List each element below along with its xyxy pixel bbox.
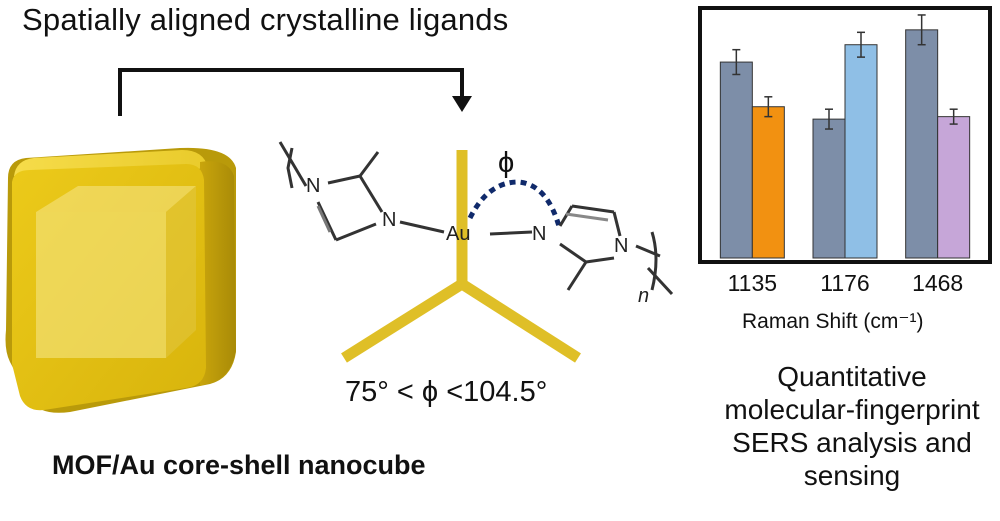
- caption-line-1: Quantitative: [777, 361, 927, 392]
- tick-label-1135: 1135: [727, 270, 778, 296]
- bar-1176-series-2: [844, 44, 878, 259]
- error-bar-1135-series-2: [764, 96, 773, 118]
- atom-repeat-n: n: [638, 285, 649, 307]
- error-bar-1176-series-2: [857, 31, 865, 58]
- caption-line-3: SERS analysis and: [732, 427, 972, 458]
- atom-n2: N: [382, 209, 396, 231]
- error-bar-1468-series-2: [949, 108, 958, 125]
- nanocube: [5, 147, 236, 413]
- right-caption: Quantitative molecular-fingerprint SERS …: [702, 360, 1000, 492]
- ligand-y-shape: [341, 150, 581, 363]
- caption-line-4: sensing: [803, 460, 901, 491]
- cube-caption: MOF/Au core-shell nanocube: [52, 450, 426, 480]
- cube-core: [36, 212, 166, 358]
- molecule-structure: [278, 141, 674, 296]
- bar-1468-series-1: [905, 29, 939, 259]
- error-bar-1468-series-1: [917, 14, 926, 46]
- cube-side-face: [200, 161, 236, 386]
- atom-n4: N: [614, 235, 628, 257]
- connector-arrow: [118, 68, 472, 116]
- caption-line-2: molecular-fingerprint: [724, 394, 980, 425]
- atom-n3: N: [532, 223, 546, 245]
- bar-1135-series-1: [719, 61, 753, 259]
- phi-label: ϕ: [498, 147, 515, 179]
- raman-bar-chart: [698, 6, 992, 264]
- top-title: Spatially aligned crystalline ligands: [22, 2, 509, 37]
- atom-au: Au: [446, 223, 470, 245]
- bar-1135-series-2: [751, 106, 785, 259]
- error-bar-1176-series-1: [825, 108, 833, 130]
- bar-1468-series-2: [937, 116, 971, 259]
- angle-range-label: 75° < ϕ <104.5°: [345, 376, 548, 408]
- atom-n1: N: [306, 175, 320, 197]
- angle-arc: [467, 179, 563, 231]
- error-bar-1135-series-1: [732, 48, 741, 76]
- tick-label-1176: 1176: [820, 270, 870, 296]
- bar-1176-series-1: [812, 118, 846, 259]
- chart-x-axis-label: Raman Shift (cm⁻¹): [742, 310, 924, 333]
- tick-label-1468: 1468: [912, 270, 964, 296]
- arrow-head-icon: [452, 96, 472, 112]
